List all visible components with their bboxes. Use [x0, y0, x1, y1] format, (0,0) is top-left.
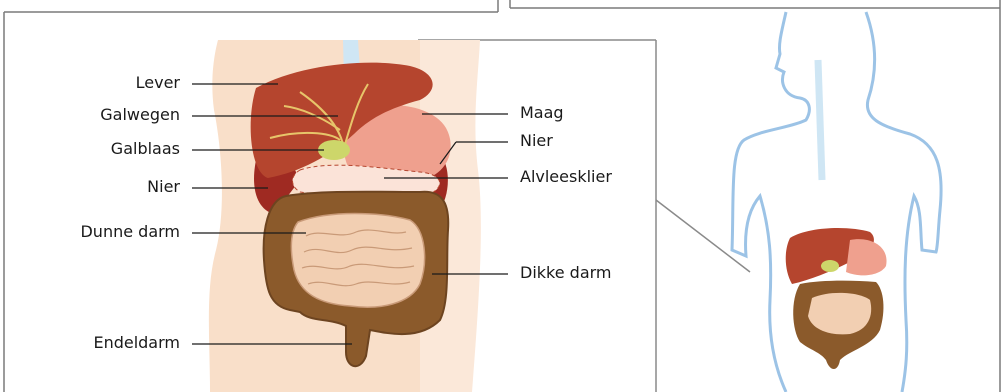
- label-dikke-darm: Dikke darm: [520, 264, 612, 282]
- label-galblaas: Galblaas: [10, 140, 180, 158]
- label-nier-right: Nier: [520, 132, 553, 150]
- label-nier-left: Nier: [10, 178, 180, 196]
- label-dunne-darm: Dunne darm: [10, 223, 180, 241]
- zoom-connector-line: [656, 200, 750, 272]
- body-outline-figure: [732, 12, 941, 392]
- label-galwegen: Galwegen: [10, 106, 180, 124]
- label-endeldarm: Endeldarm: [10, 334, 180, 352]
- label-maag: Maag: [520, 104, 564, 122]
- small-intestine: [291, 214, 424, 308]
- label-alvleesklier: Alvleesklier: [520, 168, 612, 186]
- label-lever: Lever: [10, 74, 180, 92]
